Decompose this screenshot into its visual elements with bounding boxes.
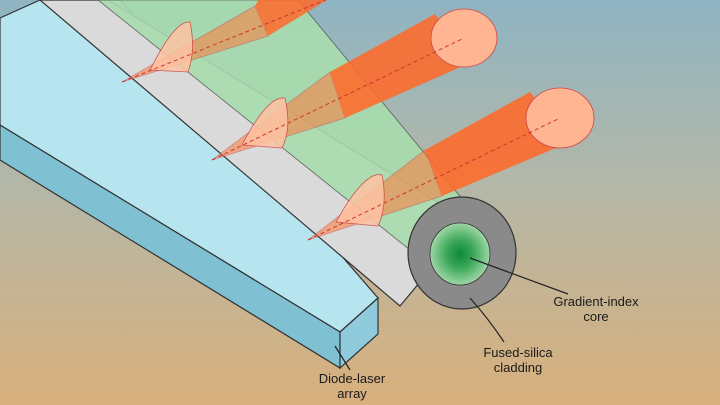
gradient-index-core-label-line-1: Gradient-index: [553, 294, 639, 309]
diode-laser-array: [0, 0, 379, 370]
beam-3-profile: [335, 174, 385, 227]
array-leader-line: [334, 345, 351, 371]
laser-beam-2: [211, 8, 498, 161]
diode-laser-array-label-line-1: Diode-laser: [318, 371, 386, 386]
diode-laser-array-label-line-2: array: [337, 386, 367, 401]
laser-beam-1: [121, 0, 328, 83]
core-end-face: [429, 222, 491, 286]
beam-1-cylinder: [255, 0, 328, 36]
gradient-index-core-label-line-2: core: [583, 309, 609, 324]
fused-silica-cladding-label-line-2: cladding: [493, 360, 543, 375]
diode-laser-array-label: Diode-laser array: [292, 371, 412, 401]
fused-silica-cladding-label-line-1: Fused-silica: [483, 345, 553, 360]
core-leader-line: [469, 257, 569, 295]
fused-silica-cladding-label: Fused-silica cladding: [458, 345, 578, 375]
beam-2-end-cap: [430, 8, 498, 68]
fiber-end-face: [407, 196, 517, 310]
beam-2-profile: [241, 97, 289, 149]
cladding-leader-line: [469, 297, 505, 343]
laser-array-end-face: [339, 296, 379, 370]
beam-3-end-cap: [525, 87, 595, 149]
laser-beams: [121, 0, 595, 241]
beam-1-profile: [149, 21, 193, 73]
laser-beam-3: [307, 87, 595, 241]
gradient-index-core-label: Gradient-index core: [526, 294, 666, 324]
leader-lines: [334, 257, 569, 371]
